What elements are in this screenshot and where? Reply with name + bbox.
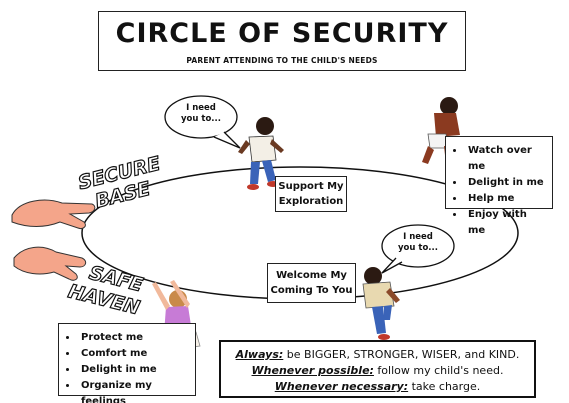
whenever-possible-line: Whenever possible: follow my child's nee… xyxy=(221,363,534,379)
always-text: be BIGGER, STRONGER, WISER, and KIND. xyxy=(283,348,520,361)
always-label: Always: xyxy=(235,348,284,361)
list-item: Delight in me xyxy=(78,362,189,378)
list-item: Comfort me xyxy=(78,346,189,362)
whenever-necessary-label: Whenever necessary: xyxy=(274,380,409,393)
top-speech-bubble xyxy=(164,95,238,139)
top-bubble-line-2: you to... xyxy=(181,114,221,124)
support-line-1: Support My xyxy=(278,181,344,192)
list-item: Delight in me xyxy=(465,175,546,191)
right-bubble-text: I need you to... xyxy=(389,232,447,254)
support-exploration-box: Support My Exploration xyxy=(275,176,347,212)
list-item: Help me xyxy=(465,191,546,207)
right-bubble-line-2: you to... xyxy=(398,243,438,253)
top-bubble-line-1: I need xyxy=(186,103,216,113)
right-bubble-line-1: I need xyxy=(403,232,433,242)
whenever-possible-label: Whenever possible: xyxy=(251,364,374,377)
whenever-necessary-line: Whenever necessary: take charge. xyxy=(221,379,534,395)
haven-needs-list: Protect me Comfort me Delight in me Orga… xyxy=(58,323,196,403)
welcome-coming-box: Welcome My Coming To You xyxy=(267,263,356,303)
list-item: Enjoy with me xyxy=(465,207,546,239)
list-item: Watch over me xyxy=(465,143,546,175)
always-line: Always: be BIGGER, STRONGER, WISER, and … xyxy=(221,347,534,363)
title-box: CIRCLE OF SECURITY PARENT ATTENDING TO T… xyxy=(98,11,466,71)
right-speech-bubble xyxy=(381,224,455,268)
support-line-2: Exploration xyxy=(278,196,344,207)
diagram-title: CIRCLE OF SECURITY xyxy=(115,18,449,49)
child-returning-figure xyxy=(362,267,400,340)
list-item: Organize my feelings xyxy=(78,378,189,403)
parent-guidance-box: Always: be BIGGER, STRONGER, WISER, and … xyxy=(219,340,536,398)
list-item: Protect me xyxy=(78,330,189,346)
welcome-line-2: Coming To You xyxy=(270,285,353,296)
exploration-needs-list: Watch over me Delight in me Help me Enjo… xyxy=(445,136,553,236)
diagram-subtitle: PARENT ATTENDING TO THE CHILD'S NEEDS xyxy=(186,56,378,65)
whenever-possible-text: follow my child's need. xyxy=(373,364,504,377)
hands-icon xyxy=(11,199,96,281)
top-bubble-text: I need you to... xyxy=(172,103,230,125)
child-exploring-figure xyxy=(238,117,284,190)
whenever-necessary-text: take charge. xyxy=(408,380,481,393)
welcome-line-1: Welcome My xyxy=(276,270,347,281)
